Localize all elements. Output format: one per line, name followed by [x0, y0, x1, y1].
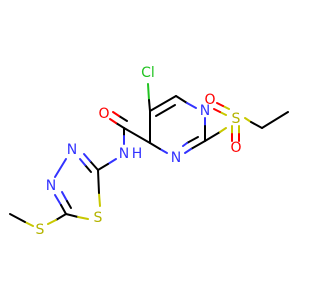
bond-c2-s [204, 131, 221, 142]
bond-c2t-n3t-n [83, 153, 91, 162]
atom-label-s-sulfonyl: S [232, 111, 241, 127]
atom-label-n-pyrimidine-bottom: N [171, 150, 181, 166]
atom-label-h-amide: H [132, 146, 143, 162]
bond-n3-c4-carbon [149, 142, 161, 150]
atom-label-n-thiadiazole-top: N [67, 142, 77, 158]
bond-s-o-left-b [219, 111, 227, 116]
bond-s-methyl-carbon [9, 213, 26, 223]
bond-c2-n3-double-n [182, 142, 188, 147]
bond-c-o-a [115, 122, 125, 129]
bond-c5t-s1t [65, 213, 79, 218]
atom-label-n-thiadiazole-left: N [46, 178, 56, 194]
bond-n3-c4 [159, 148, 168, 154]
bond-s-methyl [24, 221, 34, 227]
bond-c5t-s-methylthio [55, 213, 67, 221]
bond-s-ch2 [244, 117, 252, 123]
atom-label-o-sulfonyl-left: O [204, 92, 215, 108]
bond-c2-s-s [219, 127, 227, 133]
atom-label-cl: Cl [141, 65, 155, 81]
bond-c2t-n3t [89, 160, 99, 171]
bond-n4t-c5t-double-carbon [66, 200, 72, 209]
bond-c5-c6 [149, 95, 177, 112]
bond-c2-n3 [190, 140, 206, 150]
bond-s-o-left-b-o [213, 108, 221, 113]
bond-c2t-n3t-double-n [79, 158, 86, 166]
bond-layer [9, 83, 289, 227]
atom-label-s-methylthio: S [36, 222, 45, 238]
bond-c5t-s1t-s [77, 216, 89, 220]
bond-n-c-thiadiazole-carbon [97, 163, 109, 171]
bond-cl-c5 [147, 83, 150, 101]
atom-label-n-amide: N [119, 146, 129, 162]
bond-n4t-c5t-double [61, 191, 68, 202]
molecule-structure: Cl N N S O O O N H N N S S [9, 65, 289, 238]
bond-c4-c-amide [123, 127, 151, 144]
bond-c5t-s-methylthio-s [47, 219, 57, 225]
bond-s-ch2-carbon [250, 121, 263, 129]
bond-c5-c6-double [155, 104, 176, 117]
bond-cl-c5-carbon [148, 99, 151, 112]
bond-c-o-b-o [112, 111, 120, 117]
atom-label-o-sulfonyl-bottom: O [230, 140, 241, 156]
bond-c2t-n3t-double [84, 164, 92, 173]
bond-c6-n1 [175, 95, 188, 104]
atom-label-layer: Cl N N S O O O N H N N S S [36, 65, 242, 238]
bond-c-o-b [118, 115, 128, 122]
bond-n4t-c5t-carbon [60, 204, 67, 215]
atom-label-s-thiadiazole: S [94, 210, 103, 226]
bond-n3t-n4t [54, 158, 67, 178]
bond-ch2-ch3 [261, 111, 289, 129]
bond-c2-n3-n [184, 148, 192, 154]
atom-label-n-pyrimidine-top: N [200, 103, 210, 119]
bond-s1t-c2t [98, 192, 101, 207]
atom-label-o-carbonyl: O [98, 106, 109, 122]
bond-s-o-left-a [222, 105, 230, 110]
bond-c-o-a-o [109, 118, 117, 124]
bond-c6-n1-n [186, 102, 197, 109]
bond-c2-n3-double [186, 136, 199, 144]
bond-s-o-left-a-o [216, 102, 224, 107]
bond-n-c-thiadiazole [107, 158, 117, 165]
bond-n4t-c5t [54, 194, 62, 206]
bond-s1t-c2t-carbon [97, 169, 100, 194]
